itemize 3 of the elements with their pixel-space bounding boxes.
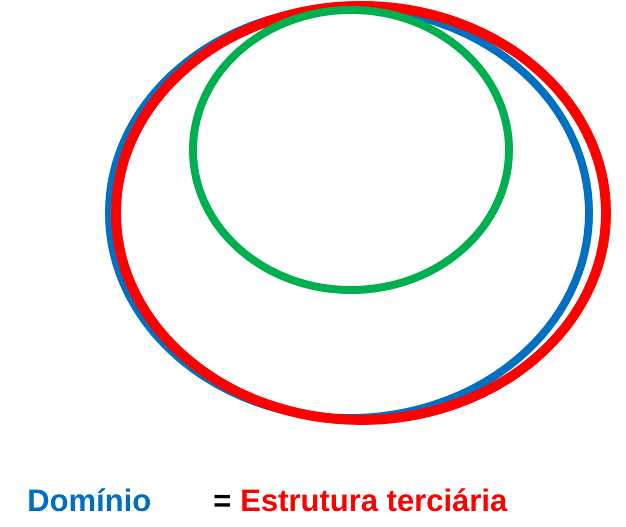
label: Domínio xyxy=(29,488,150,512)
label: Estrutura terciária xyxy=(242,488,508,512)
label: = xyxy=(214,494,230,507)
